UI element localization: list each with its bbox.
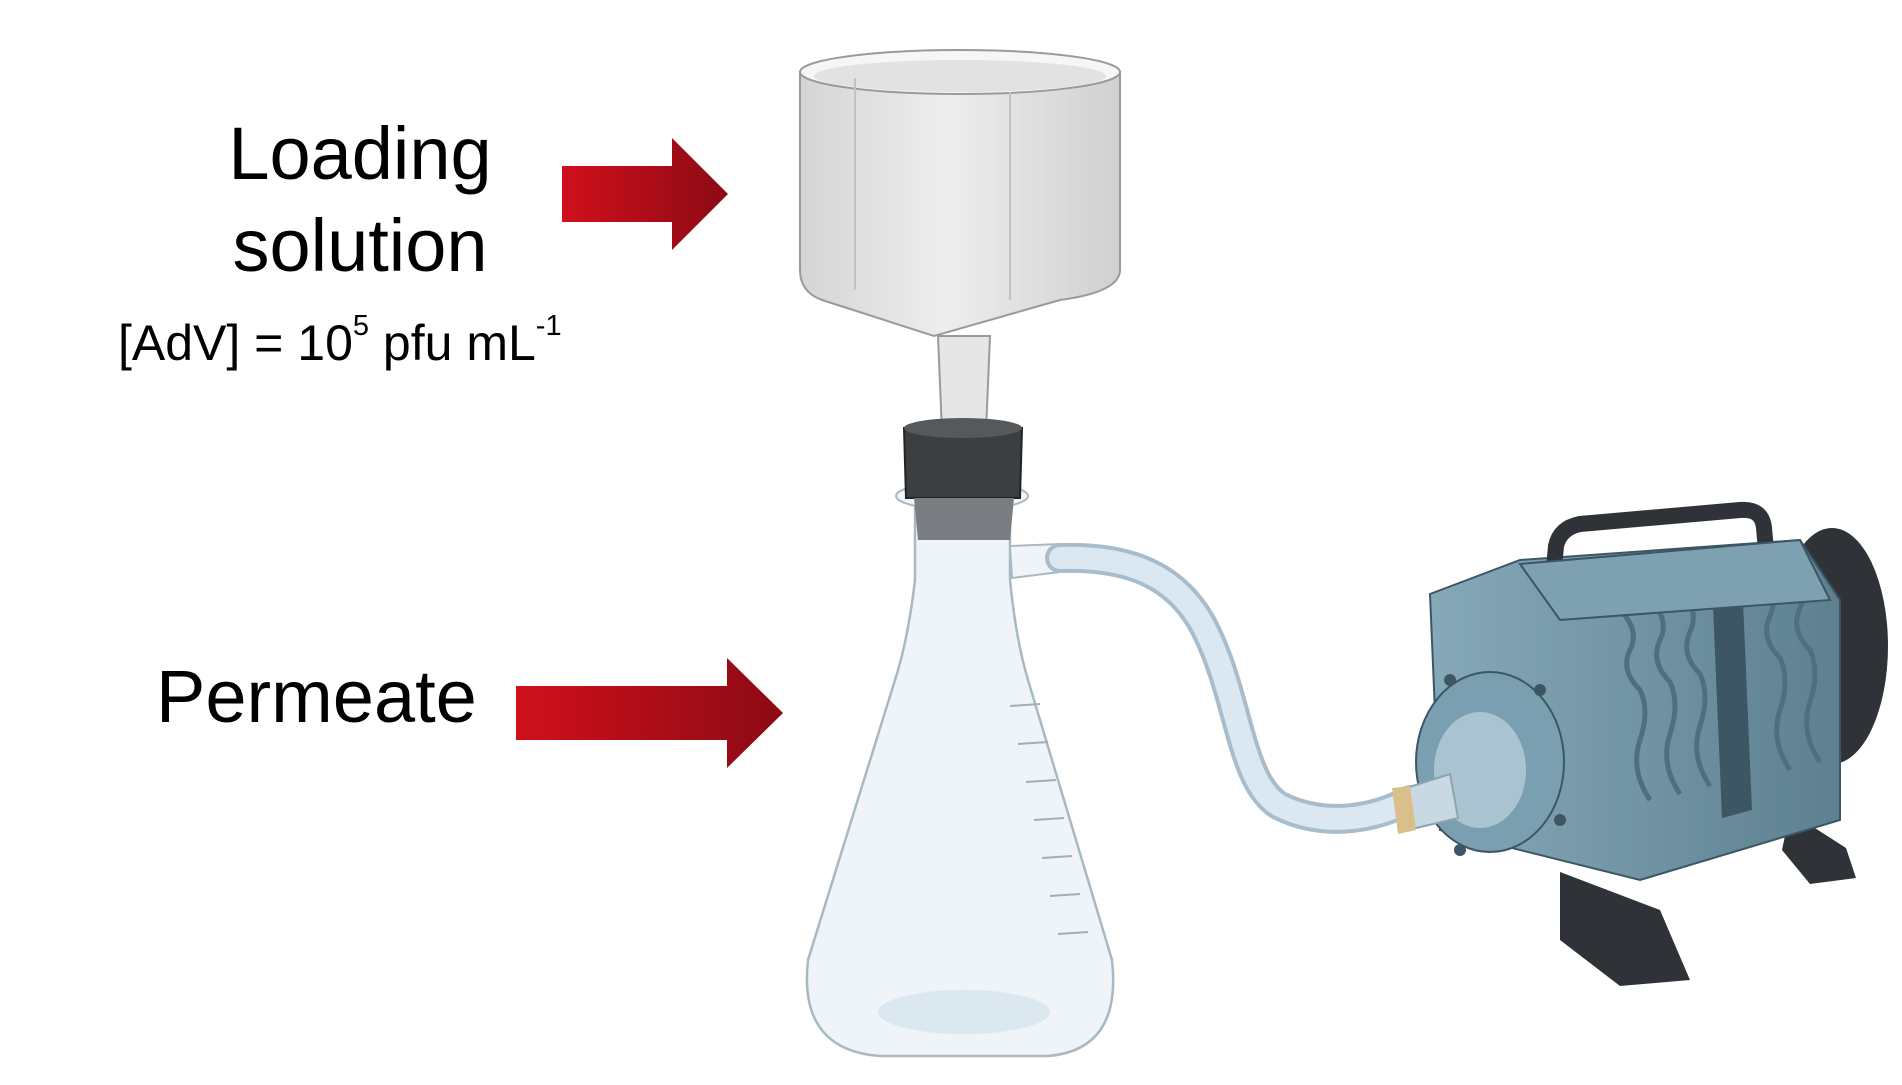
loading-line-2: solution	[232, 204, 488, 287]
rubber-stopper-icon	[902, 418, 1024, 540]
conc-prefix: [AdV] = 10	[118, 315, 353, 371]
permeate-arrow	[516, 658, 783, 768]
conc-unit-exponent: -1	[535, 310, 562, 342]
loading-solution-label: Loading solution	[130, 108, 590, 292]
conc-exponent: 5	[352, 310, 370, 342]
concentration-label: [AdV] = 105 pfu mL-1	[118, 312, 562, 371]
permeate-label: Permeate	[156, 655, 477, 738]
loading-line-1: Loading	[228, 112, 492, 195]
conc-unit: pfu mL	[369, 315, 536, 371]
vacuum-pump-icon	[1392, 501, 1888, 986]
buchner-funnel-icon	[799, 49, 1121, 663]
loading-arrow	[562, 138, 728, 250]
